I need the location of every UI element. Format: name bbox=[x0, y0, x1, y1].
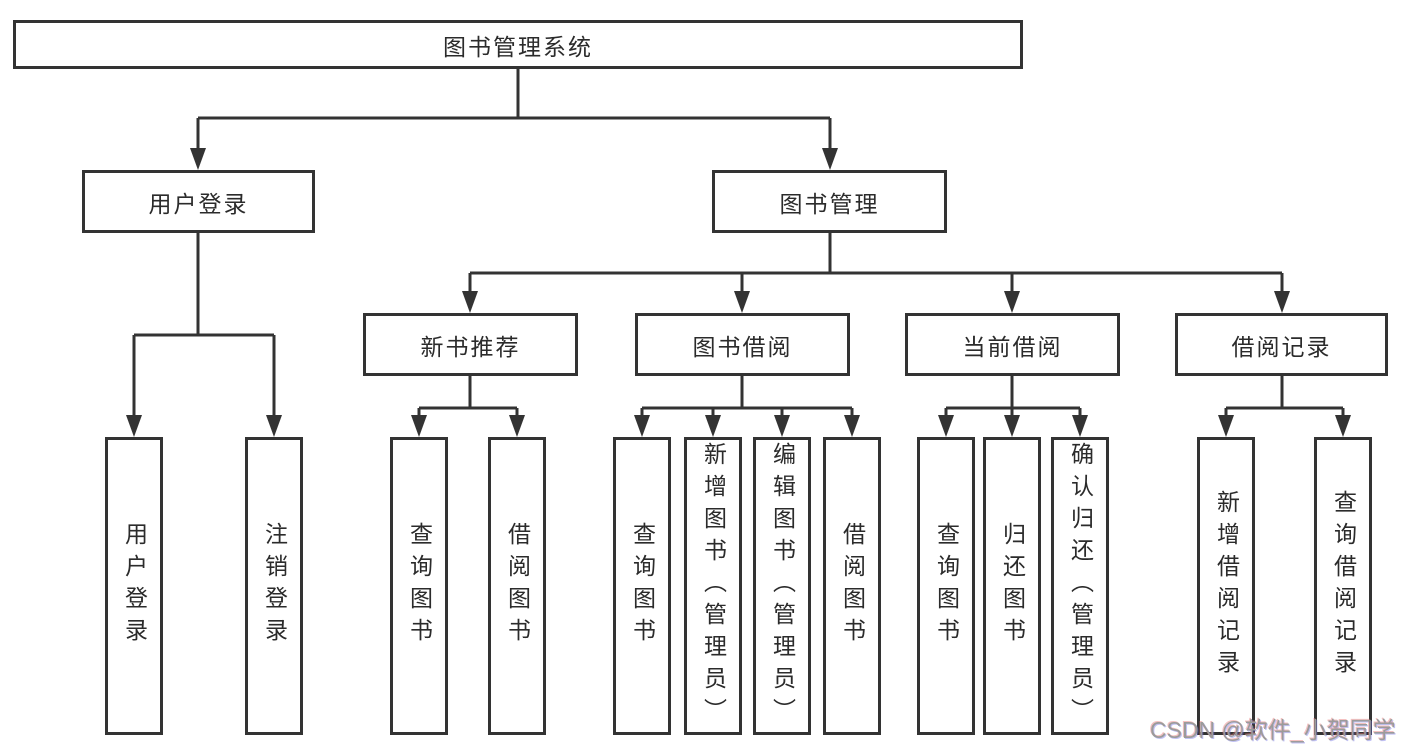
node-new-book-recommendation: 新书推荐 bbox=[363, 313, 578, 376]
node-user-login: 用户登录 bbox=[82, 170, 315, 233]
leaf-label: 查询图书 bbox=[933, 522, 960, 650]
connector-root-to-level2 bbox=[190, 69, 838, 170]
leaf-label: 用户登录 bbox=[121, 522, 148, 650]
leaf-logout: 注销登录 bbox=[245, 437, 303, 735]
node-borrowing-records: 借阅记录 bbox=[1175, 313, 1388, 376]
leaf-label: 借阅图书 bbox=[839, 522, 866, 650]
connector-user-login-children bbox=[126, 233, 282, 437]
leaf-confirm-return-admin: 确认归还（管理员） bbox=[1051, 437, 1109, 735]
node-label: 图书管理系统 bbox=[443, 33, 593, 60]
node-book-borrowing: 图书借阅 bbox=[635, 313, 850, 376]
leaf-label: 注销登录 bbox=[261, 522, 288, 650]
connector-book-borrowing-children bbox=[634, 376, 860, 437]
leaf-label: 查询图书 bbox=[406, 522, 433, 650]
leaf-add-books-admin: 新增图书（管理员） bbox=[684, 437, 742, 735]
leaf-label: 借阅图书 bbox=[504, 522, 531, 650]
leaf-borrow-books: 借阅图书 bbox=[823, 437, 881, 735]
leaf-label: 确认归还（管理员） bbox=[1067, 442, 1094, 730]
leaf-label: 查询图书 bbox=[629, 522, 656, 650]
connector-book-management-sections bbox=[462, 233, 1290, 313]
node-label: 图书借阅 bbox=[692, 333, 793, 360]
node-label: 借阅记录 bbox=[1231, 333, 1332, 360]
leaf-query-borrow-record: 查询借阅记录 bbox=[1314, 437, 1372, 735]
leaf-label: 新增借阅记录 bbox=[1213, 490, 1240, 682]
node-book-management: 图书管理 bbox=[712, 170, 947, 233]
leaf-add-borrow-record: 新增借阅记录 bbox=[1197, 437, 1255, 735]
leaf-user-login: 用户登录 bbox=[105, 437, 163, 735]
csdn-watermark: CSDN @软件_小贺同学 bbox=[1150, 717, 1396, 743]
node-label: 用户登录 bbox=[148, 190, 249, 217]
leaf-label: 查询借阅记录 bbox=[1330, 490, 1357, 682]
leaf-query-books-current: 查询图书 bbox=[917, 437, 975, 735]
connector-current-borrowing-children bbox=[938, 376, 1088, 437]
connector-borrowing-records-children bbox=[1218, 376, 1351, 437]
node-current-borrowing: 当前借阅 bbox=[905, 313, 1120, 376]
leaf-query-books-recommend: 查询图书 bbox=[390, 437, 448, 735]
leaf-borrow-books-recommend: 借阅图书 bbox=[488, 437, 546, 735]
leaf-edit-books-admin: 编辑图书（管理员） bbox=[753, 437, 811, 735]
leaf-return-books: 归还图书 bbox=[983, 437, 1041, 735]
node-label: 新书推荐 bbox=[420, 333, 521, 360]
leaf-query-books-borrowing: 查询图书 bbox=[613, 437, 671, 735]
node-label: 图书管理 bbox=[779, 190, 880, 217]
leaf-label: 归还图书 bbox=[999, 522, 1026, 650]
node-label: 当前借阅 bbox=[962, 333, 1063, 360]
leaf-label: 编辑图书（管理员） bbox=[769, 442, 796, 730]
leaf-label: 新增图书（管理员） bbox=[700, 442, 727, 730]
node-library-management-system: 图书管理系统 bbox=[13, 20, 1023, 69]
connector-new-book-recommendation-children bbox=[411, 376, 525, 437]
